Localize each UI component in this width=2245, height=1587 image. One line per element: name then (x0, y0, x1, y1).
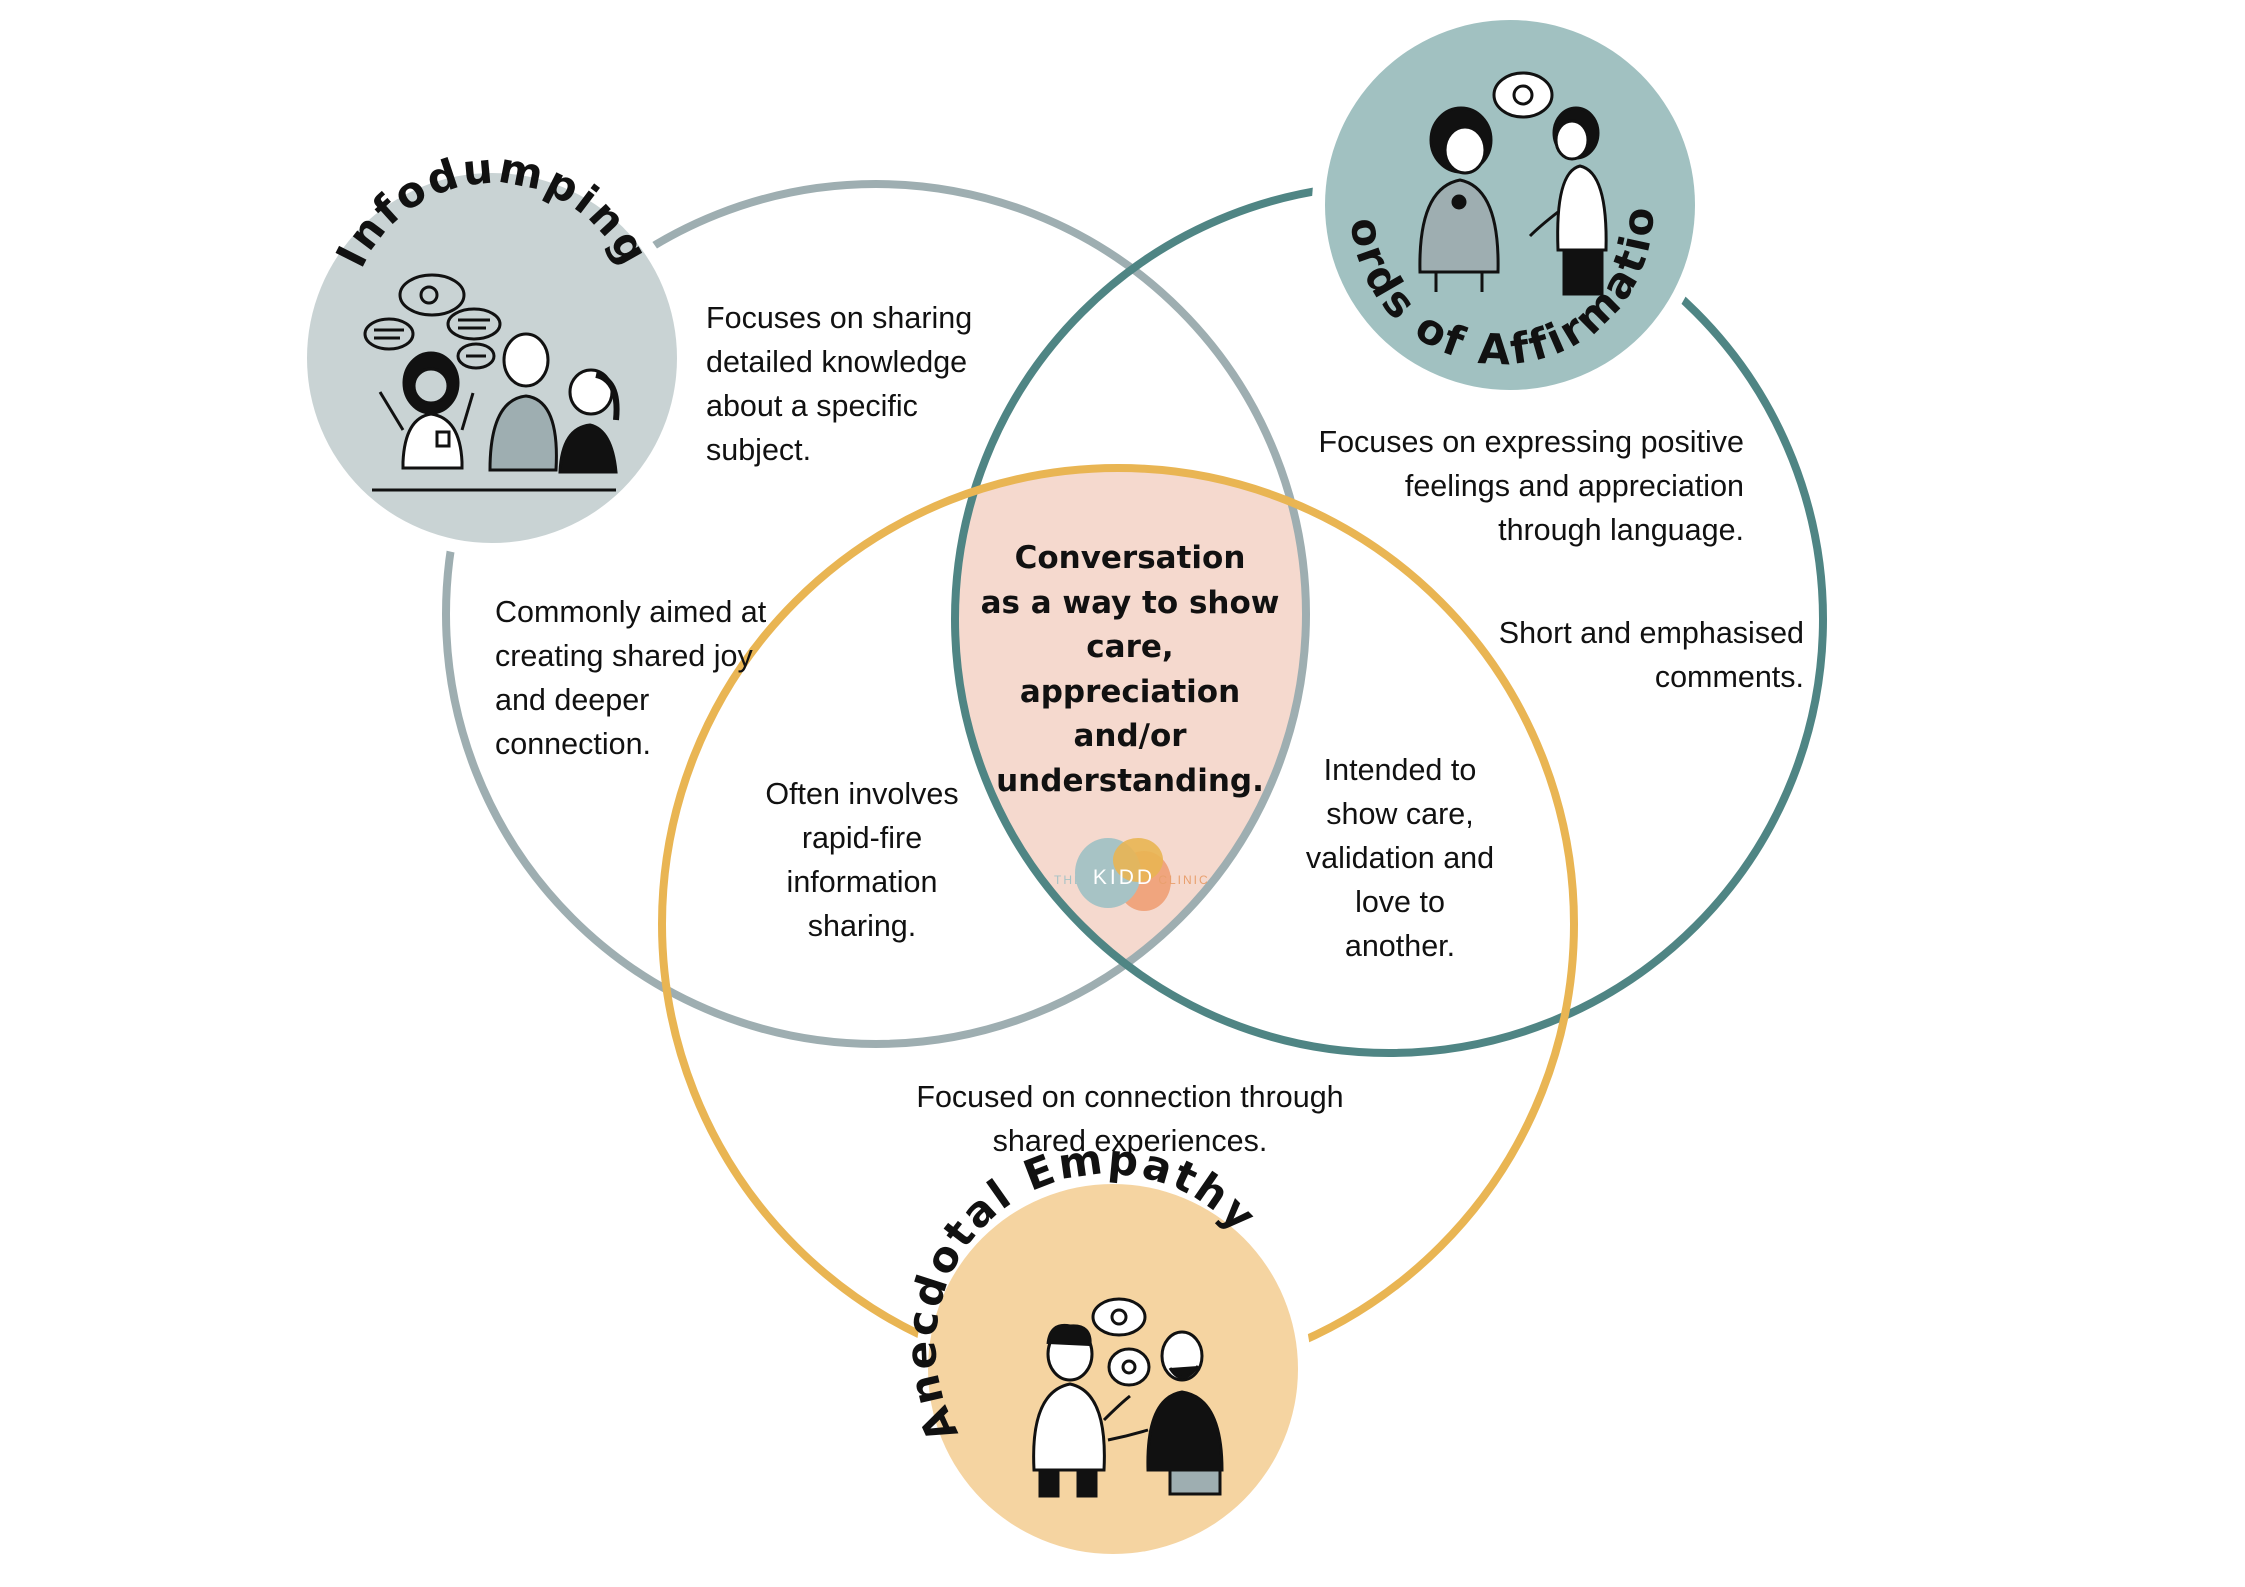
empathy-badge: Anecdotal Empathy (896, 1134, 1298, 1554)
logo-prefix: THE (1054, 873, 1084, 887)
infodumping-description: Focuses on sharing detailed knowledge ab… (706, 301, 973, 467)
people-chatting-illustration (363, 273, 620, 492)
logo-name: KIDD (1093, 866, 1155, 889)
center-heading: Conversation as a way to show care, appr… (980, 540, 1280, 799)
two-men-chatting-illustration (1032, 1297, 1224, 1498)
infodumping-empathy-overlap: Often involves rapid-fire information sh… (765, 777, 959, 943)
affirmation-empathy-overlap: Intended to show care, validation and lo… (1305, 753, 1495, 963)
infodumping-circle (442, 180, 1310, 1048)
affirmation-style: Short and emphasised comments. (1498, 616, 1804, 694)
infodumping-badge: Infodumping (307, 143, 677, 543)
center-overlap-region (955, 468, 1306, 1044)
logo-suffix: CLINIC (1158, 873, 1209, 887)
two-people-talking-illustration (1418, 71, 1608, 296)
kidd-clinic-logo: KIDD THE CLINIC (1054, 838, 1209, 911)
infodumping-aim: Commonly aimed at creating shared joy an… (495, 595, 767, 761)
empathy-description: Focused on connection through shared exp… (916, 1080, 1344, 1158)
affirmation-description: Focuses on expressing positive feelings … (1318, 425, 1744, 547)
